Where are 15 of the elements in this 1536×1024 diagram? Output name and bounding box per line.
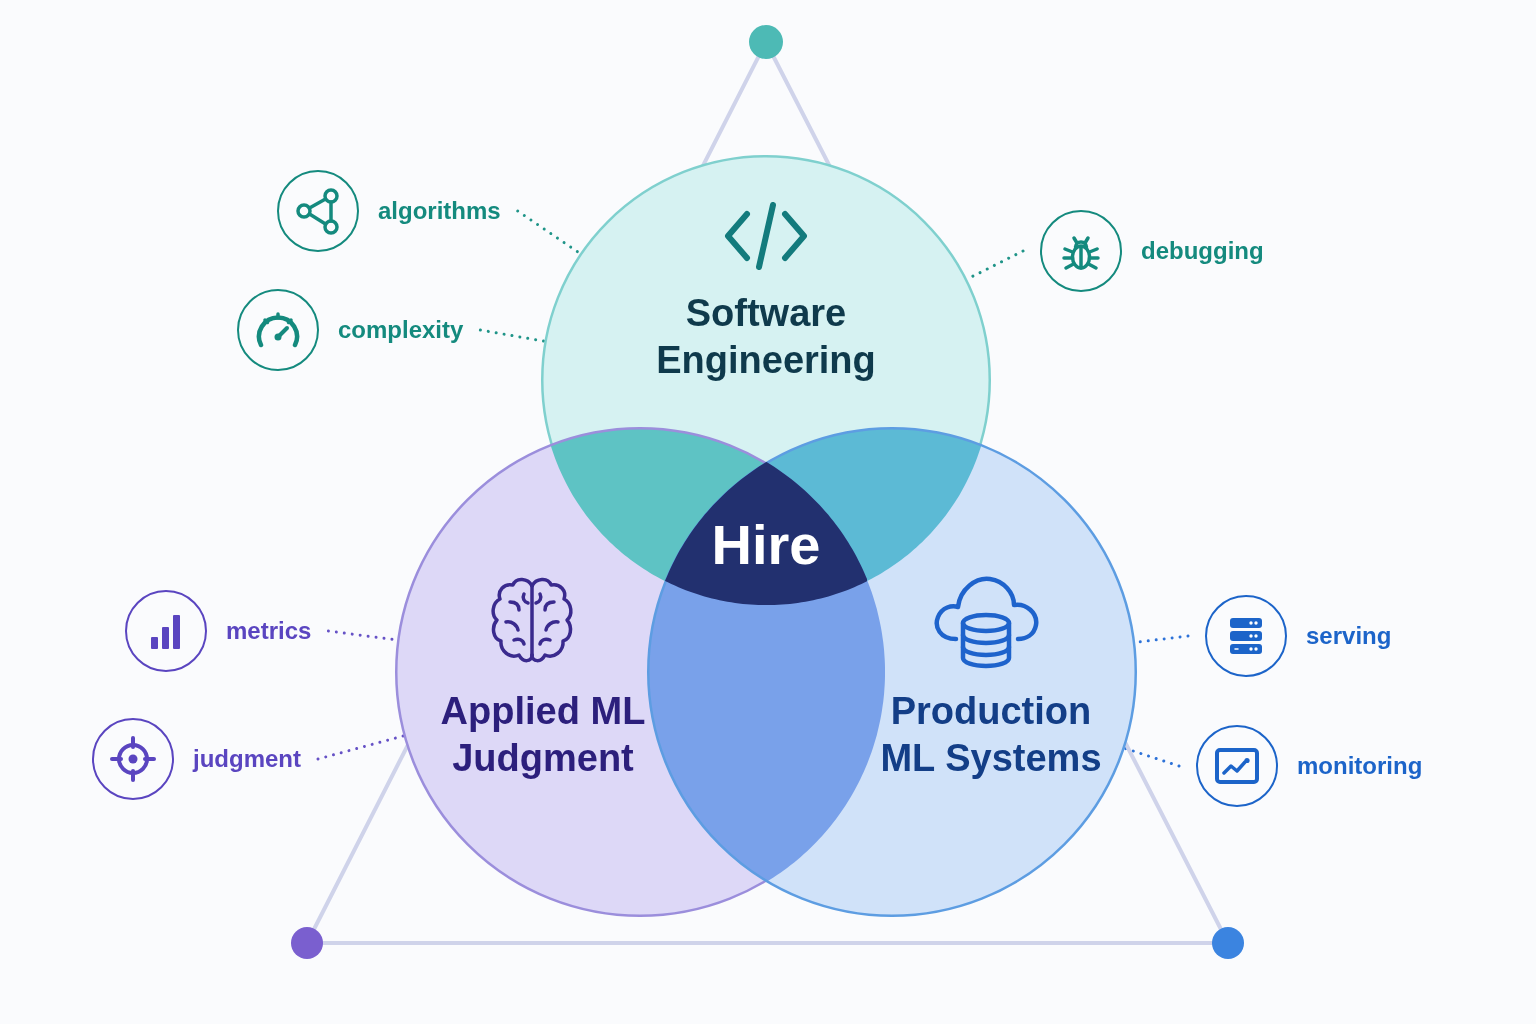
skill-label: serving bbox=[1306, 622, 1392, 650]
circle-title: Software Engineering bbox=[655, 291, 877, 383]
skill-label: monitoring bbox=[1297, 752, 1423, 780]
leader-line bbox=[478, 328, 546, 343]
center-label: Hire bbox=[711, 517, 821, 573]
skill-label: algorithms bbox=[378, 197, 501, 225]
skill-label: complexity bbox=[338, 316, 464, 344]
skill-label: metrics bbox=[226, 617, 312, 645]
circle-title: Production ML Systems bbox=[879, 689, 1103, 781]
leader-line bbox=[316, 734, 405, 761]
skill-label: judgment bbox=[193, 745, 301, 773]
leader-line bbox=[516, 209, 582, 255]
skill-label: debugging bbox=[1141, 237, 1264, 265]
leader-line bbox=[1123, 746, 1181, 768]
circle-title: Applied ML Judgment bbox=[439, 689, 647, 781]
